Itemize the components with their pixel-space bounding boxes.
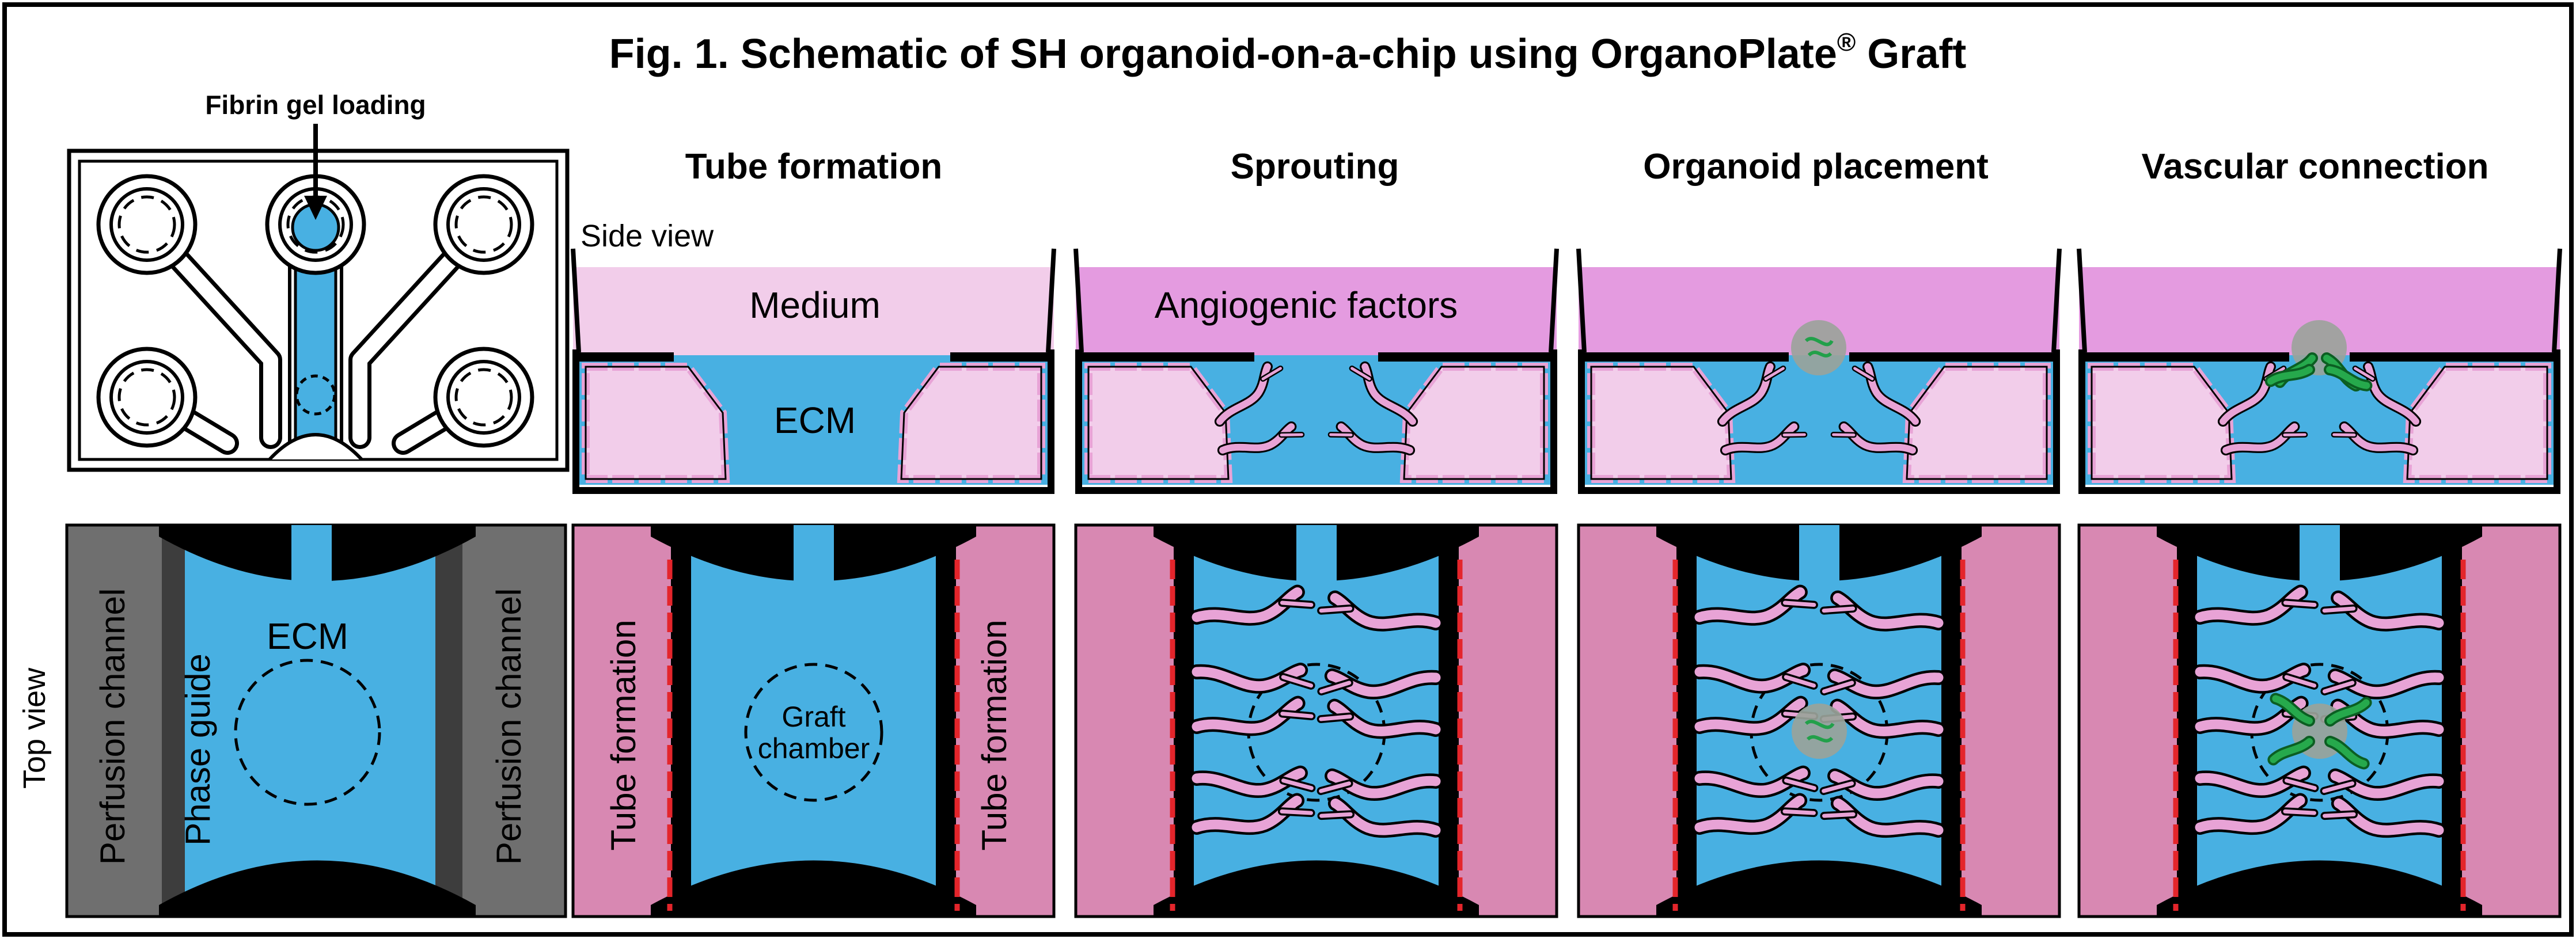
stage-title-tube-formation: Tube formation <box>685 147 943 187</box>
figure-title-tail: Graft <box>1856 31 1966 77</box>
stage-title-sprouting: Sprouting <box>1231 147 1399 187</box>
top-view-organoid-placement <box>1577 523 2061 918</box>
figure-title-main: Fig. 1. Schematic of SH organoid-on-a-ch… <box>609 31 1837 77</box>
top-view-sprouting <box>1074 523 1558 918</box>
chip-wells <box>96 174 534 448</box>
top-graft-site <box>234 659 381 806</box>
top-view-tube-formation: Graft chamber Tube formation Tube format… <box>571 523 1056 918</box>
fibrin-arrowhead-icon <box>304 196 327 220</box>
perfusion-channel-right-label: Perfusion channel <box>490 588 528 865</box>
top-view-vascular-connection <box>2077 523 2562 918</box>
chip-bottom-arc <box>268 433 363 461</box>
perfusion-channel-left-label: Perfusion channel <box>93 588 132 865</box>
top-ecm-label: ECM <box>267 615 348 657</box>
top-view-label: Top view <box>17 667 52 789</box>
fibrin-gel-label: Fibrin gel loading <box>205 90 426 120</box>
phase-guide-right <box>431 525 462 917</box>
graft-chamber-circle <box>744 663 883 802</box>
phase-guide-label: Phase guide <box>179 653 217 846</box>
side-view-sprouting: Angiogenic factors <box>1073 248 1559 494</box>
medium-label: Medium <box>749 284 881 326</box>
side-ecm-label: ECM <box>774 400 856 441</box>
side-view-tube-formation: Medium ECM <box>571 248 1056 494</box>
side-tube-left <box>582 363 730 483</box>
graft-chamber-label-line1: Graft <box>781 701 845 733</box>
bottom-outlet-arc <box>159 860 476 917</box>
top-inlet-neck <box>291 525 332 593</box>
chip-graft-site <box>295 374 336 416</box>
stage-title-organoid-placement: Organoid placement <box>1643 147 1988 187</box>
side-organoid <box>1791 320 1846 375</box>
top-organoid <box>1792 704 1847 759</box>
side-view-organoid-placement <box>1576 248 2062 494</box>
stage-title-vascular-connection: Vascular connection <box>2142 147 2489 187</box>
side-organoid-connected <box>2270 320 2368 386</box>
side-view-label: Side view <box>581 219 714 253</box>
angiogenic-factors-label: Angiogenic factors <box>1155 284 1458 326</box>
figure-title-sup: ® <box>1837 28 1856 56</box>
side-tube-right <box>897 363 1045 483</box>
side-view-vascular-connection <box>2077 248 2562 494</box>
tube-formation-right-label: Tube formation <box>975 619 1014 850</box>
tube-formation-left-label: Tube formation <box>604 619 643 850</box>
graft-chamber-label-line2: chamber <box>758 732 870 765</box>
top-view-layout: ECM Perfusion channel Phase guide Perfus… <box>65 523 567 918</box>
figure-title: Fig. 1. Schematic of SH organoid-on-a-ch… <box>609 28 1967 77</box>
top-organoid-connected <box>2273 698 2367 764</box>
chip-overview: Fibrin gel loading <box>67 90 570 472</box>
